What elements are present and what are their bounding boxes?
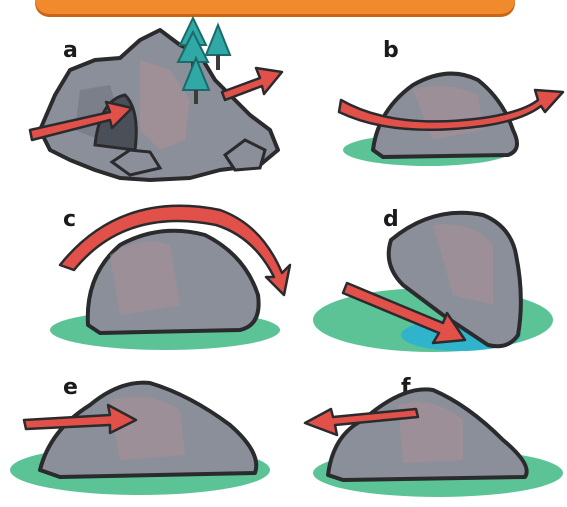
panel-d: d [283,195,567,365]
panel-a: a [0,0,283,195]
rock-with-arrow-out-icon [283,365,567,507]
rock-arch-with-trees-icon [0,0,283,195]
rock-with-arrow-around-icon [283,0,567,195]
rock-with-arrow-in-icon [0,365,283,507]
panel-c: c [0,195,283,365]
rock-with-arrow-over-icon [0,195,283,365]
panel-b: b [283,0,567,195]
leaning-rock-with-arrow-under-icon [283,195,567,365]
panel-e: e [0,365,283,507]
panel-f: f [283,365,567,507]
